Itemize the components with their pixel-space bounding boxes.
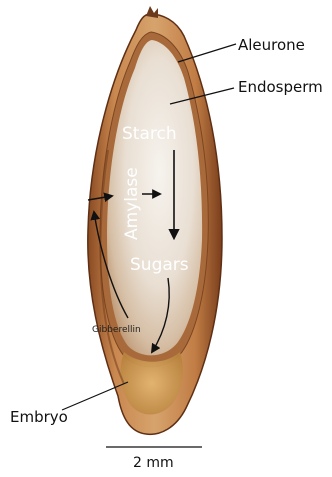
gibberellin-label: Gibberellin — [92, 325, 141, 335]
seed-tip — [146, 6, 158, 18]
endosperm-label: Endosperm — [238, 78, 323, 96]
scale-bar-label: 2 mm — [133, 455, 174, 471]
amylase-label: Amylase — [122, 167, 142, 240]
starch-label: Starch — [122, 124, 177, 144]
sugars-label: Sugars — [130, 255, 189, 275]
aleurone-label: Aleurone — [238, 36, 305, 54]
embryo-label: Embryo — [10, 408, 68, 426]
